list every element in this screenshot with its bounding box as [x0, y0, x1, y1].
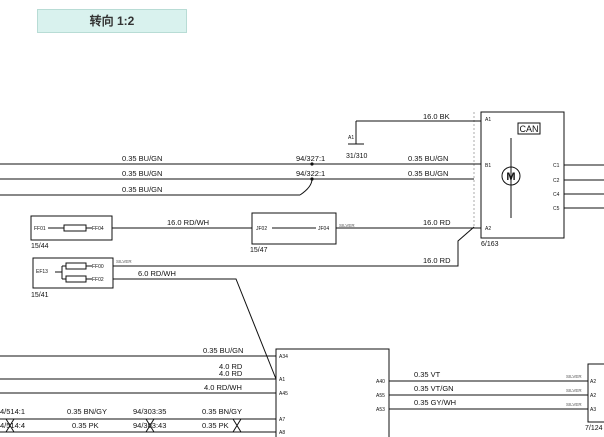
- wire-label-bu-gn-5: 0.35 BU/GN: [408, 169, 448, 178]
- connr-silver-2: SILVER: [566, 388, 582, 393]
- conn-pin-a1: A1: [279, 377, 285, 383]
- motor-pin-b1: B1: [485, 163, 491, 169]
- conn-pin-a7: A7: [279, 417, 285, 423]
- wire-label-bu-gn-3: 0.35 BU/GN: [122, 185, 162, 194]
- wire-label-vt-gn: 0.35 VT/GN: [414, 384, 454, 393]
- motor-symbol: M: [506, 171, 515, 183]
- connr-pin-r1: A2: [590, 379, 596, 385]
- motor-pin-c5: C5: [553, 206, 560, 212]
- fuse2-ref: 15/41: [31, 292, 49, 299]
- connector-right: A40 A55 A53 0.35 VT 0.35 VT/GN 0.35 GY/W…: [376, 363, 604, 432]
- fuse-15-41: EF13 FF00 FF02 SILVER 15/41 16.0 RD 6.0 …: [31, 226, 475, 380]
- fuse-icon: [63, 224, 87, 232]
- wire-label-bn-gy-b: 0.35 BN/GY: [202, 407, 242, 416]
- wire-label-bk: 16.0 BK: [423, 112, 450, 121]
- fuse1-ref: 15/44: [31, 243, 49, 250]
- dashed-outline: [457, 112, 475, 242]
- conn-pin-a45: A45: [279, 391, 288, 397]
- wire-label-bu-gn-1: 0.35 BU/GN: [122, 154, 162, 163]
- conn-pin-a8: A8: [279, 430, 285, 436]
- motor-pin-a2: A2: [485, 226, 491, 232]
- wire-label-rd-wh-16: 16.0 RD/WH: [167, 218, 209, 227]
- fuse-icon-b: [65, 275, 87, 283]
- fuse1-pin-left: FF01: [34, 226, 46, 232]
- fuse-15-44: FF01 FF04 15/44 16.0 RD/WH: [30, 215, 252, 250]
- connr-pin-r2: A2: [590, 393, 596, 399]
- wire-label-vt: 0.35 VT: [414, 370, 441, 379]
- conn-pin-a34: A34: [279, 354, 288, 360]
- wire-label-bu-gn-2: 0.35 BU/GN: [122, 169, 162, 178]
- wire-label-bu-gn-lower: 0.35 BU/GN: [203, 346, 243, 355]
- fuse2-pin-right-b: FF02: [92, 277, 104, 283]
- ground-wire: A1 31/310 16.0 BK: [346, 112, 481, 160]
- wire-label-bu-gn-4: 0.35 BU/GN: [408, 154, 448, 163]
- motor-pin-a1: A1: [485, 117, 491, 123]
- wire-label-rd-4-b: 4.0 RD: [219, 369, 243, 378]
- connr-pin-r3: A3: [590, 407, 596, 413]
- motor-pin-c2: C2: [553, 178, 560, 184]
- wire-label-rd-16-b: 16.0 RD: [423, 256, 451, 265]
- relay-15-47: JF02 JF04 SILVER 15/47 16.0 RD: [250, 212, 481, 254]
- motor-pin-c4: C4: [553, 192, 560, 198]
- connector-lower: A34 A1 A45 A7 A8 0.35 BU/GN 4.0 RD 4.0 R…: [0, 346, 390, 437]
- connr-ref: 7/124: [585, 425, 603, 432]
- wire-label-rd-wh-4: 4.0 RD/WH: [204, 383, 242, 392]
- wire-label-gy-wh: 0.35 GY/WH: [414, 398, 456, 407]
- motor-module: CAN M A1 B1 A2 C1 C2 C4 C5 6/163: [480, 111, 604, 248]
- motor-pin-c1: C1: [553, 163, 560, 169]
- connr-silver-1: SILVER: [566, 374, 582, 379]
- fuse2-pin-right-a: FF00: [92, 264, 104, 270]
- wire-label-rd-4-a: 4.0 RD: [219, 362, 243, 371]
- connr-silver-3: SILVER: [566, 402, 582, 407]
- connr-pin-a55: A55: [376, 393, 385, 399]
- fuse1-pin-right: FF04: [92, 226, 104, 232]
- wire-label-bn-gy-a: 0.35 BN/GY: [67, 407, 107, 416]
- connr-pin-a40: A40: [376, 379, 385, 385]
- page-title-box: 转向 1:2: [37, 9, 187, 33]
- relay1-pin-right: JF04: [318, 226, 329, 232]
- wire-label-pk-a: 0.35 PK: [72, 421, 99, 430]
- relay1-ref: 15/47: [250, 247, 268, 254]
- wire-label-rd-wh-6: 6.0 RD/WH: [138, 269, 176, 278]
- fuse2-silver: SILVER: [116, 259, 132, 264]
- connr-pin-a53: A53: [376, 407, 385, 413]
- relay1-pin-left: JF02: [256, 226, 267, 232]
- motor-icon: [501, 166, 521, 186]
- splice-label-5: 4/514:4: [0, 421, 25, 430]
- wire-label-rd-16-a: 16.0 RD: [423, 218, 451, 227]
- ground-pin: A1: [348, 135, 354, 141]
- page-title: 转向 1:2: [89, 14, 135, 28]
- splice-label-1: 94/327:1: [296, 154, 325, 163]
- wire-label-pk-b: 0.35 PK: [202, 421, 229, 430]
- can-box: [517, 122, 541, 135]
- can-label: CAN: [519, 124, 538, 134]
- splice-label-4: 94/303:35: [133, 407, 166, 416]
- ground-ref: 31/310: [346, 153, 368, 160]
- splice-label-3: 4/514:1: [0, 407, 25, 416]
- can-wires: 0.35 BU/GN 0.35 BU/GN 0.35 BU/GN 94/327:…: [0, 154, 481, 196]
- motor-ref: 6/163: [481, 241, 499, 248]
- relay1-silver: SILVER: [339, 223, 355, 228]
- fuse-icon-a: [65, 262, 87, 270]
- fuse2-pin-left: EF13: [36, 269, 48, 275]
- splice-label-2: 94/322:1: [296, 169, 325, 178]
